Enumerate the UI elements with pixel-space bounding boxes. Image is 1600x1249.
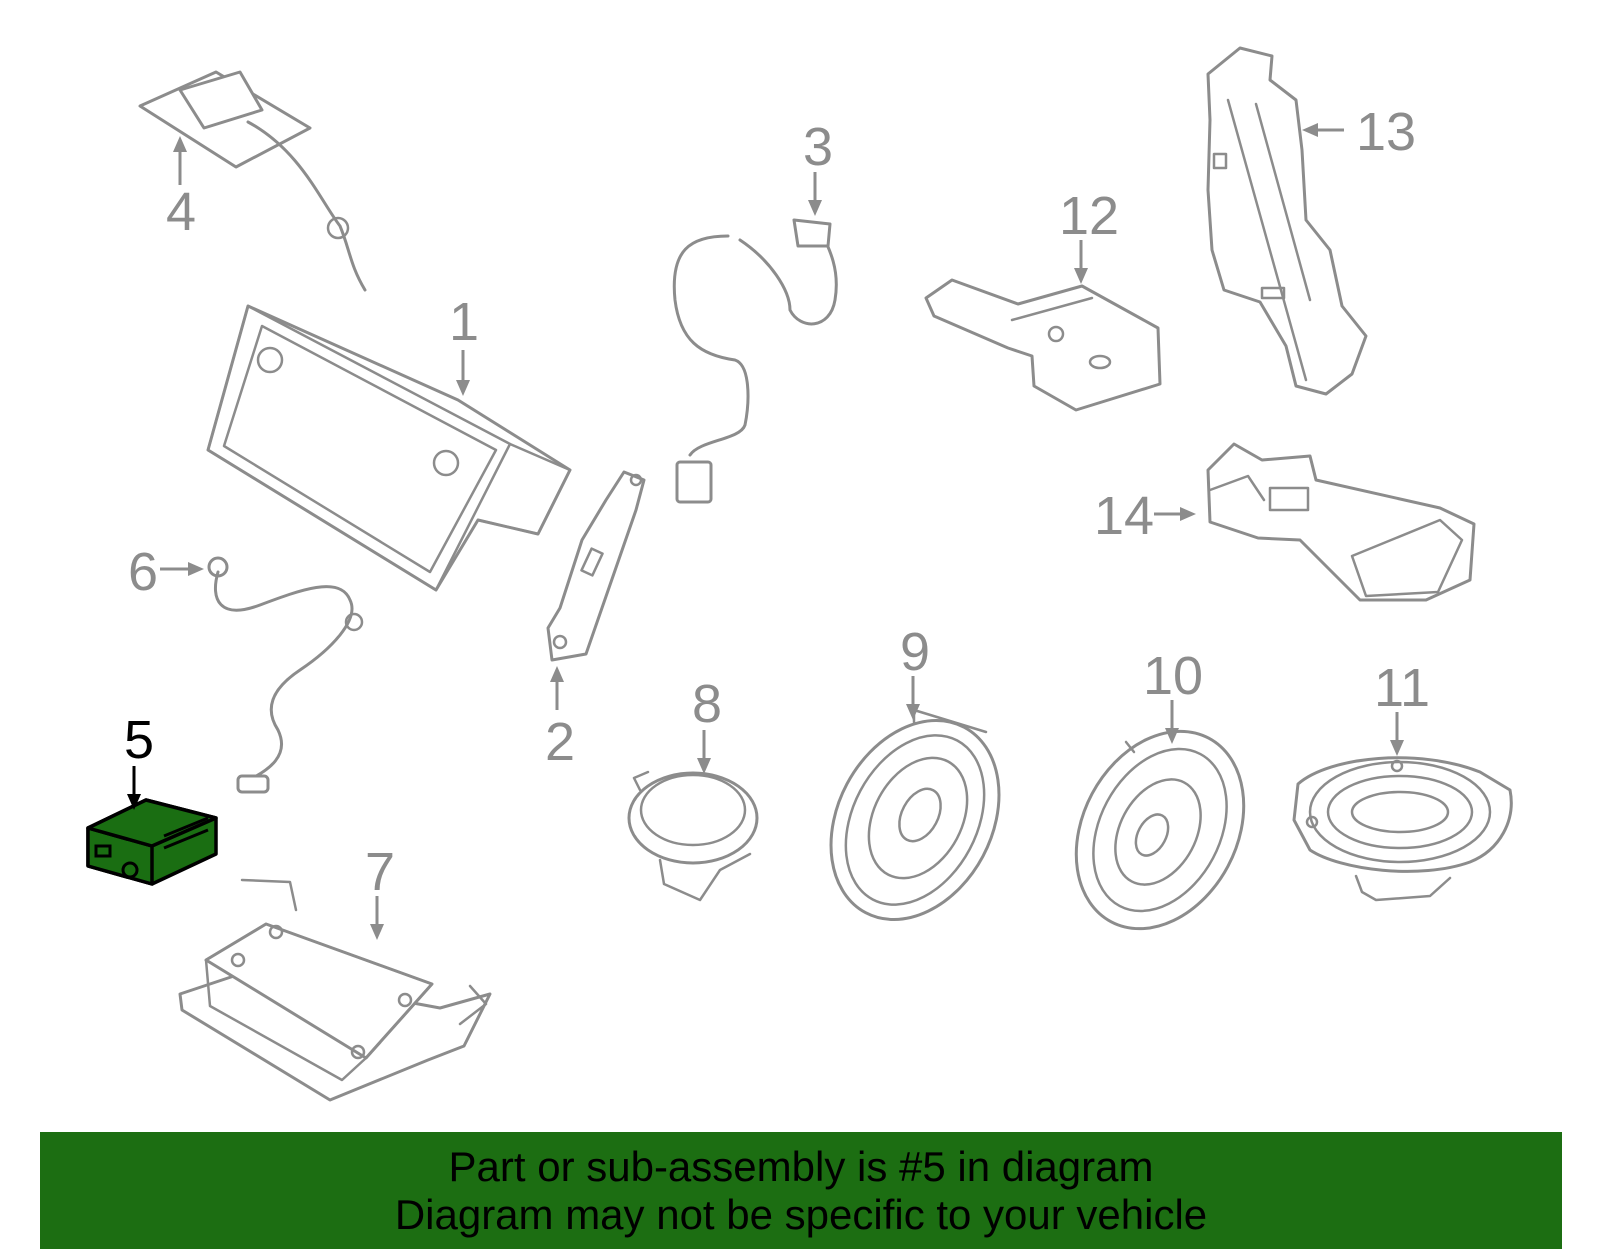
leader-arrows [127,123,1404,940]
part-12-bracket [924,278,1162,412]
part-9-speaker [829,708,1001,922]
callout-7: 7 [365,842,395,902]
part-5-module-highlighted [86,798,218,886]
callout-9: 9 [900,622,930,682]
arrow-9 [906,676,920,720]
arrow-3 [808,172,822,216]
part-11-woofer [1292,756,1513,902]
part-14-bracket [1206,442,1476,602]
info-banner: Part or sub-assembly is #5 in diagram Di… [40,1132,1562,1249]
callout-5-highlighted: 5 [124,710,154,770]
arrow-4 [173,136,187,185]
arrow-11 [1390,712,1404,756]
callout-12: 12 [1059,186,1119,246]
part-2-bracket [546,470,646,662]
arrow-5 [127,766,141,810]
callout-14: 14 [1094,486,1154,546]
part-7-amplifier [178,878,492,1102]
arrow-1 [456,350,470,396]
part-1-display-unit [206,304,572,592]
callout-1: 1 [449,292,479,352]
callout-13: 13 [1356,102,1416,162]
part-3-harness [672,218,838,504]
arrow-2 [550,666,564,710]
callout-3: 3 [803,117,833,177]
part-6-cable [207,556,364,794]
part-8-tweeter [627,770,759,902]
part-13-bracket [1206,46,1368,396]
callout-labels: 4 1 3 12 13 14 6 2 8 9 10 11 7 5 [124,102,1430,902]
part-4-antenna [138,70,367,292]
arrow-14 [1154,507,1196,521]
banner-line-2: Diagram may not be specific to your vehi… [394,1190,1208,1238]
arrow-6 [160,562,204,576]
part-10-speaker [1074,729,1246,931]
banner-line-1: Part or sub-assembly is #5 in diagram [448,1142,1154,1190]
arrow-7 [370,896,384,940]
callout-8: 8 [692,674,722,734]
callout-6: 6 [128,542,158,602]
callout-10: 10 [1143,646,1203,706]
arrow-12 [1074,240,1088,284]
callout-4: 4 [166,182,196,242]
callout-11: 11 [1374,658,1430,718]
callout-2: 2 [545,712,575,772]
arrow-10 [1165,700,1179,744]
arrow-8 [697,730,711,774]
arrow-13 [1302,123,1344,137]
